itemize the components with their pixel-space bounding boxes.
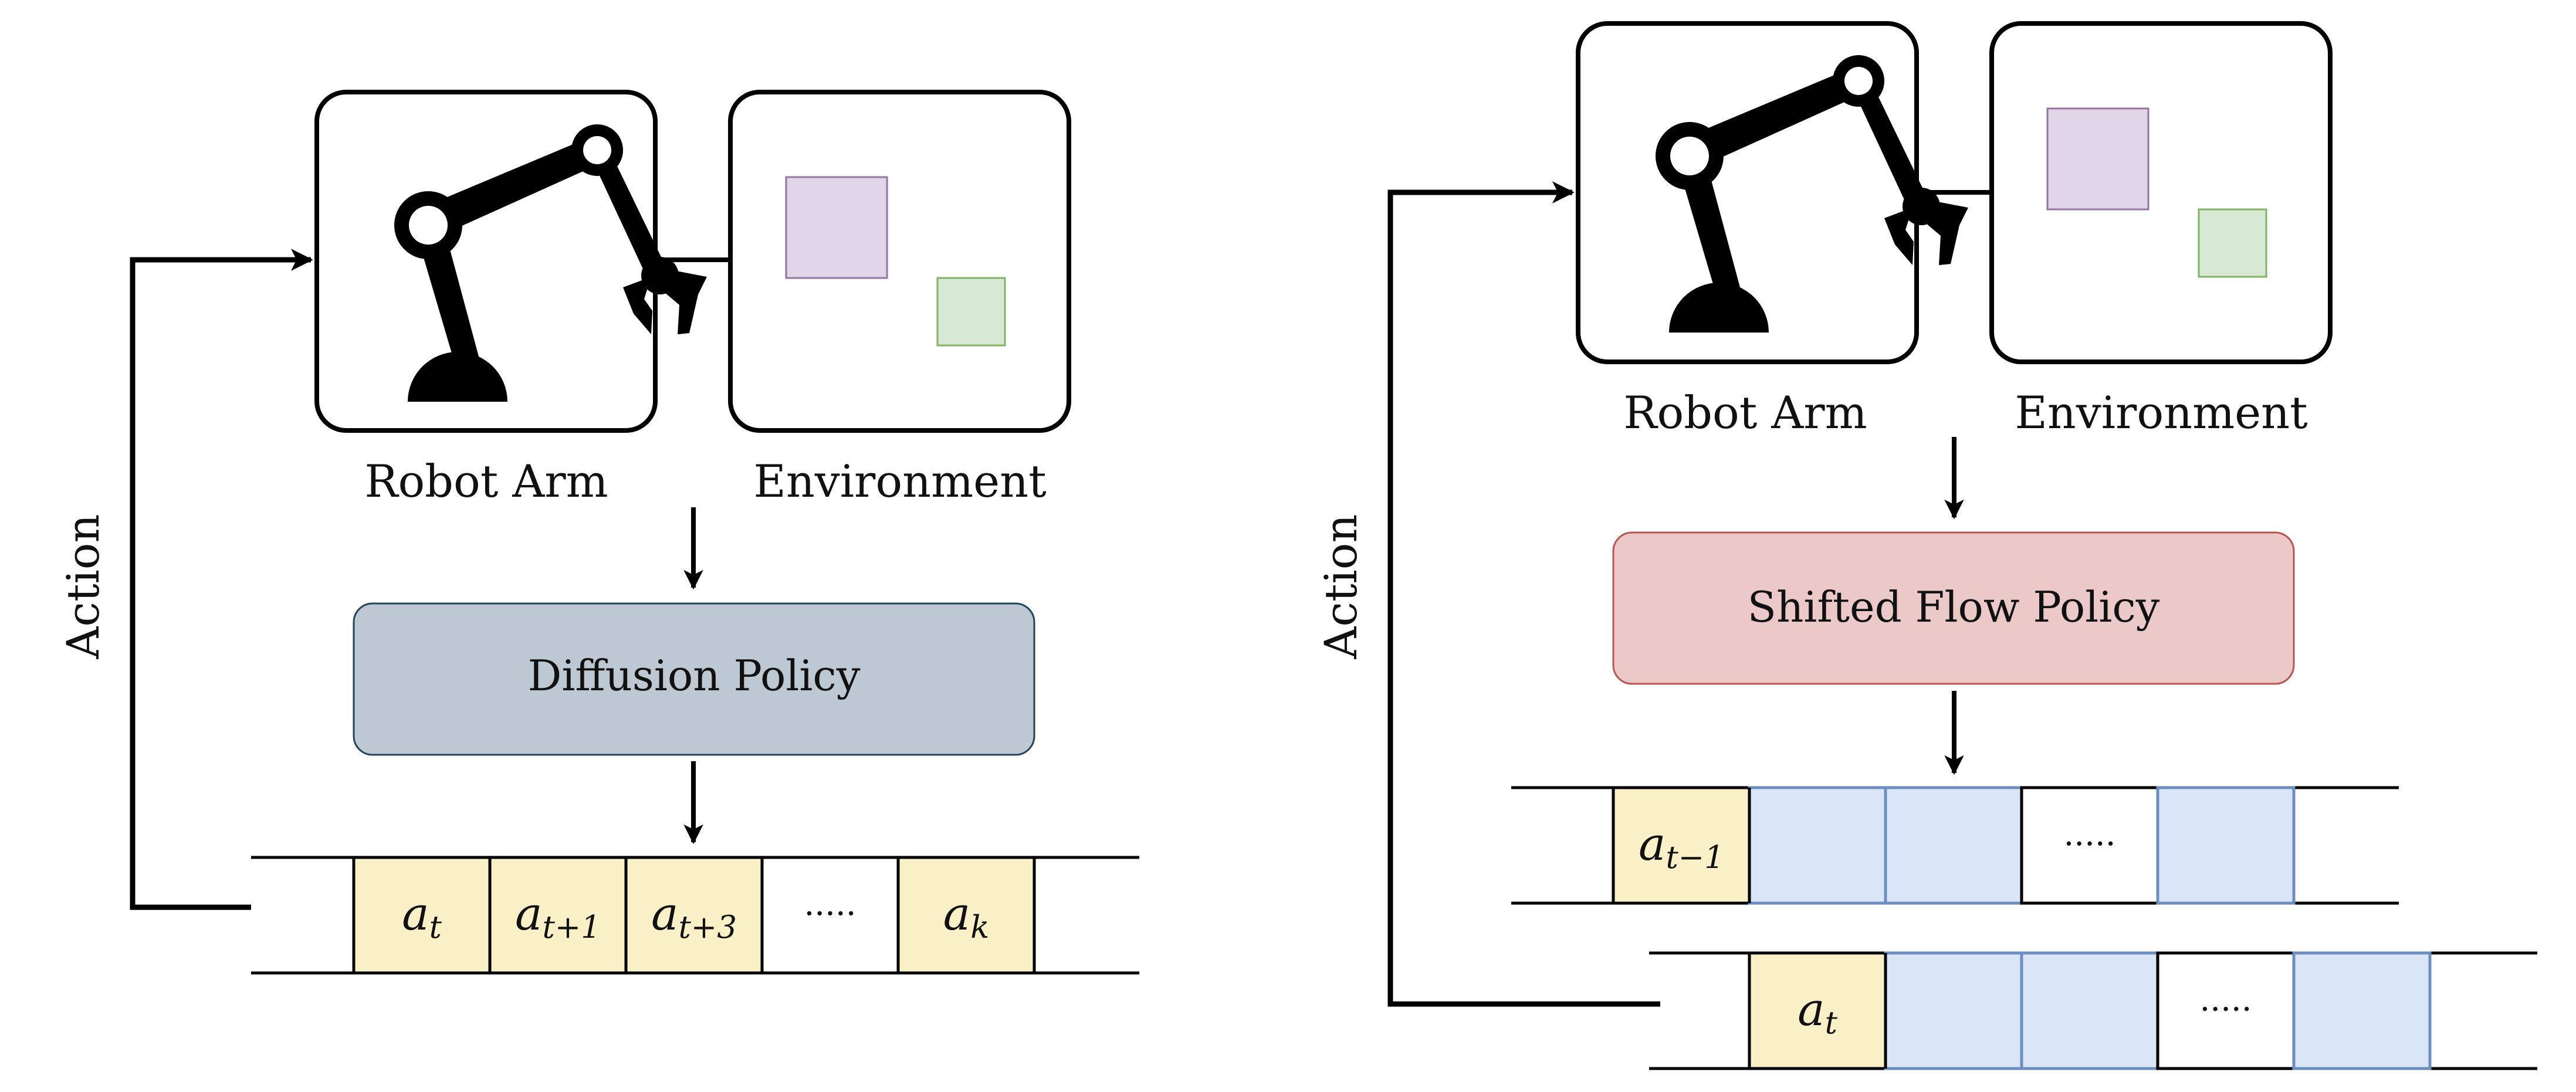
token-cell [2156,786,2296,905]
ellipsis-label: ..... [2063,815,2115,853]
green-block [936,277,1006,347]
diffusion-policy-box [353,602,1035,756]
token-label: at+1 [515,888,601,945]
token-cell [352,856,492,975]
action-feedback-arrow [130,249,313,910]
token-cell [488,856,628,975]
token-label: at−1 [1639,818,1724,876]
token-label: at+3 [651,888,737,945]
purple-block [785,176,888,279]
token-cell [760,856,900,975]
action-feedback-arrow [1387,181,1660,1007]
token-cell [1884,786,2023,905]
token-cell [896,856,1036,975]
left-panel: Robot Arm Environment Diffusion Policy a… [57,90,1139,975]
shifted-action-chunk: at ..... [1748,951,2432,1070]
robot-arm-label: Robot Arm [364,455,608,507]
left-action-chunk: at at+1 at+3 ..... ak [352,856,1036,975]
environment-label: Environment [2015,386,2307,439]
token-label: at [402,888,442,945]
token-label: ak [943,888,990,945]
action-label: Action [1315,514,1367,660]
ellipsis-label: ..... [2199,981,2252,1019]
robot-arm-label: Robot Arm [1623,386,1867,439]
environment-label: Environment [753,455,1046,507]
shifted-flow-policy-label: Shifted Flow Policy [1748,582,2160,632]
token-cell [1884,951,2023,1070]
token-cell [1612,786,1751,905]
action-label: Action [57,514,109,660]
ellipsis-label: ..... [804,885,856,923]
token-cell [1748,786,1887,905]
token-cell [2292,951,2432,1070]
right-panel: Robot Arm Environment Shifted Flow Polic… [1315,21,2537,1070]
previous-action-chunk: at−1 ..... [1612,786,2296,905]
token-label: at [1798,984,1838,1041]
token-cell [2020,951,2159,1070]
right-environment-box [1989,21,2333,364]
diffusion-policy-label: Diffusion Policy [528,651,861,700]
shifted-flow-policy-box [1612,531,2295,685]
purple-block [2046,107,2150,211]
left-environment-box [728,90,1071,433]
green-block [2198,208,2267,278]
token-cell [2020,786,2159,905]
